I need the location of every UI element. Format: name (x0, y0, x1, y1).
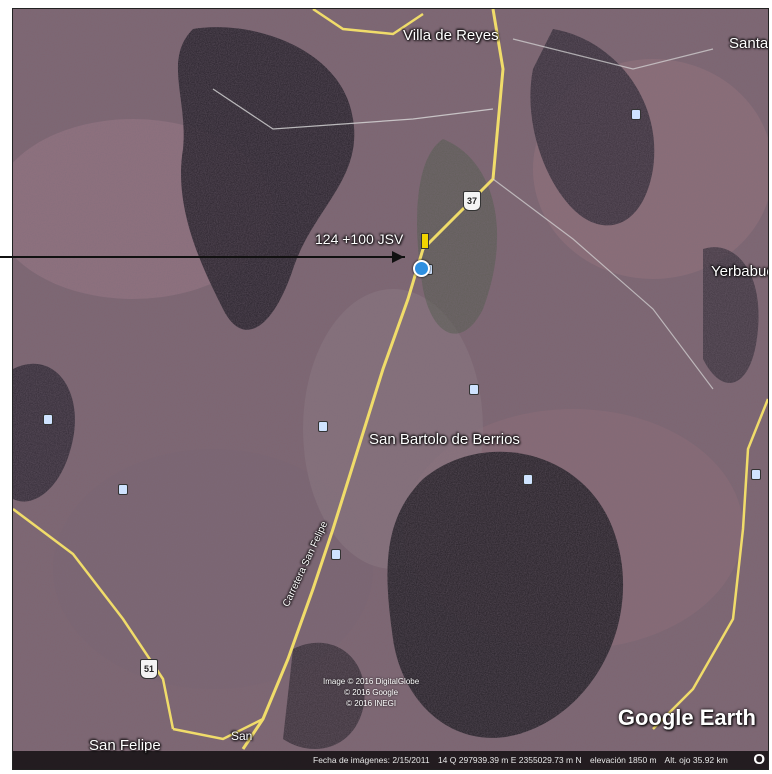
town-label-santa: Santa (729, 35, 769, 52)
poi-icon[interactable] (523, 474, 533, 485)
coordinates-readout: 14 Q 297939.39 m E 2355029.73 m N (437, 755, 582, 765)
eye-altitude-readout: Alt. ojo 35.92 km (664, 755, 728, 765)
poi-icon[interactable] (118, 484, 128, 495)
satellite-map[interactable]: Villa de Reyes Santa Yerbabue San Bartol… (12, 8, 769, 770)
poi-icon[interactable] (318, 421, 328, 432)
annotation-arrow-line (0, 256, 405, 258)
poi-icon[interactable] (331, 549, 341, 560)
town-label-san-felipe: San Felipe (89, 737, 161, 754)
town-label-yerbabue: Yerbabue (711, 263, 769, 280)
town-label-san-bartolo: San Bartolo de Berrios (369, 431, 520, 448)
credit-line: © 2016 Google (344, 688, 399, 697)
annotation-arrow-head-icon (392, 251, 404, 263)
imagery-credits: Image © 2016 DigitalGlobe © 2016 Google … (323, 676, 419, 709)
town-label-villa-de-reyes: Villa de Reyes (403, 27, 499, 44)
highway-shield-37: 37 (463, 191, 481, 211)
highway-shield-51: 51 (140, 659, 158, 679)
elevation-readout: elevación 1850 m (589, 755, 657, 765)
road-label-san: San (231, 729, 253, 743)
imagery-date: Fecha de imágenes: 2/15/2011 (313, 755, 430, 765)
poi-icon[interactable] (43, 414, 53, 425)
compass-icon[interactable]: O (753, 751, 765, 768)
poi-icon[interactable] (751, 469, 761, 480)
credit-line: Image © 2016 DigitalGlobe (323, 677, 420, 686)
status-bar: Fecha de imágenes: 2/15/2011 14 Q 297939… (13, 751, 768, 769)
credit-line: © 2016 INEGI (346, 699, 397, 708)
marker-label: 124 +100 JSV (315, 231, 404, 247)
poi-icon[interactable] (469, 384, 479, 395)
location-marker-icon[interactable] (413, 260, 430, 277)
placemark-pin-icon[interactable] (421, 233, 429, 249)
poi-icon[interactable] (631, 109, 641, 120)
google-earth-logo: Google Earth (617, 705, 756, 730)
terrain-layer (13, 9, 768, 769)
